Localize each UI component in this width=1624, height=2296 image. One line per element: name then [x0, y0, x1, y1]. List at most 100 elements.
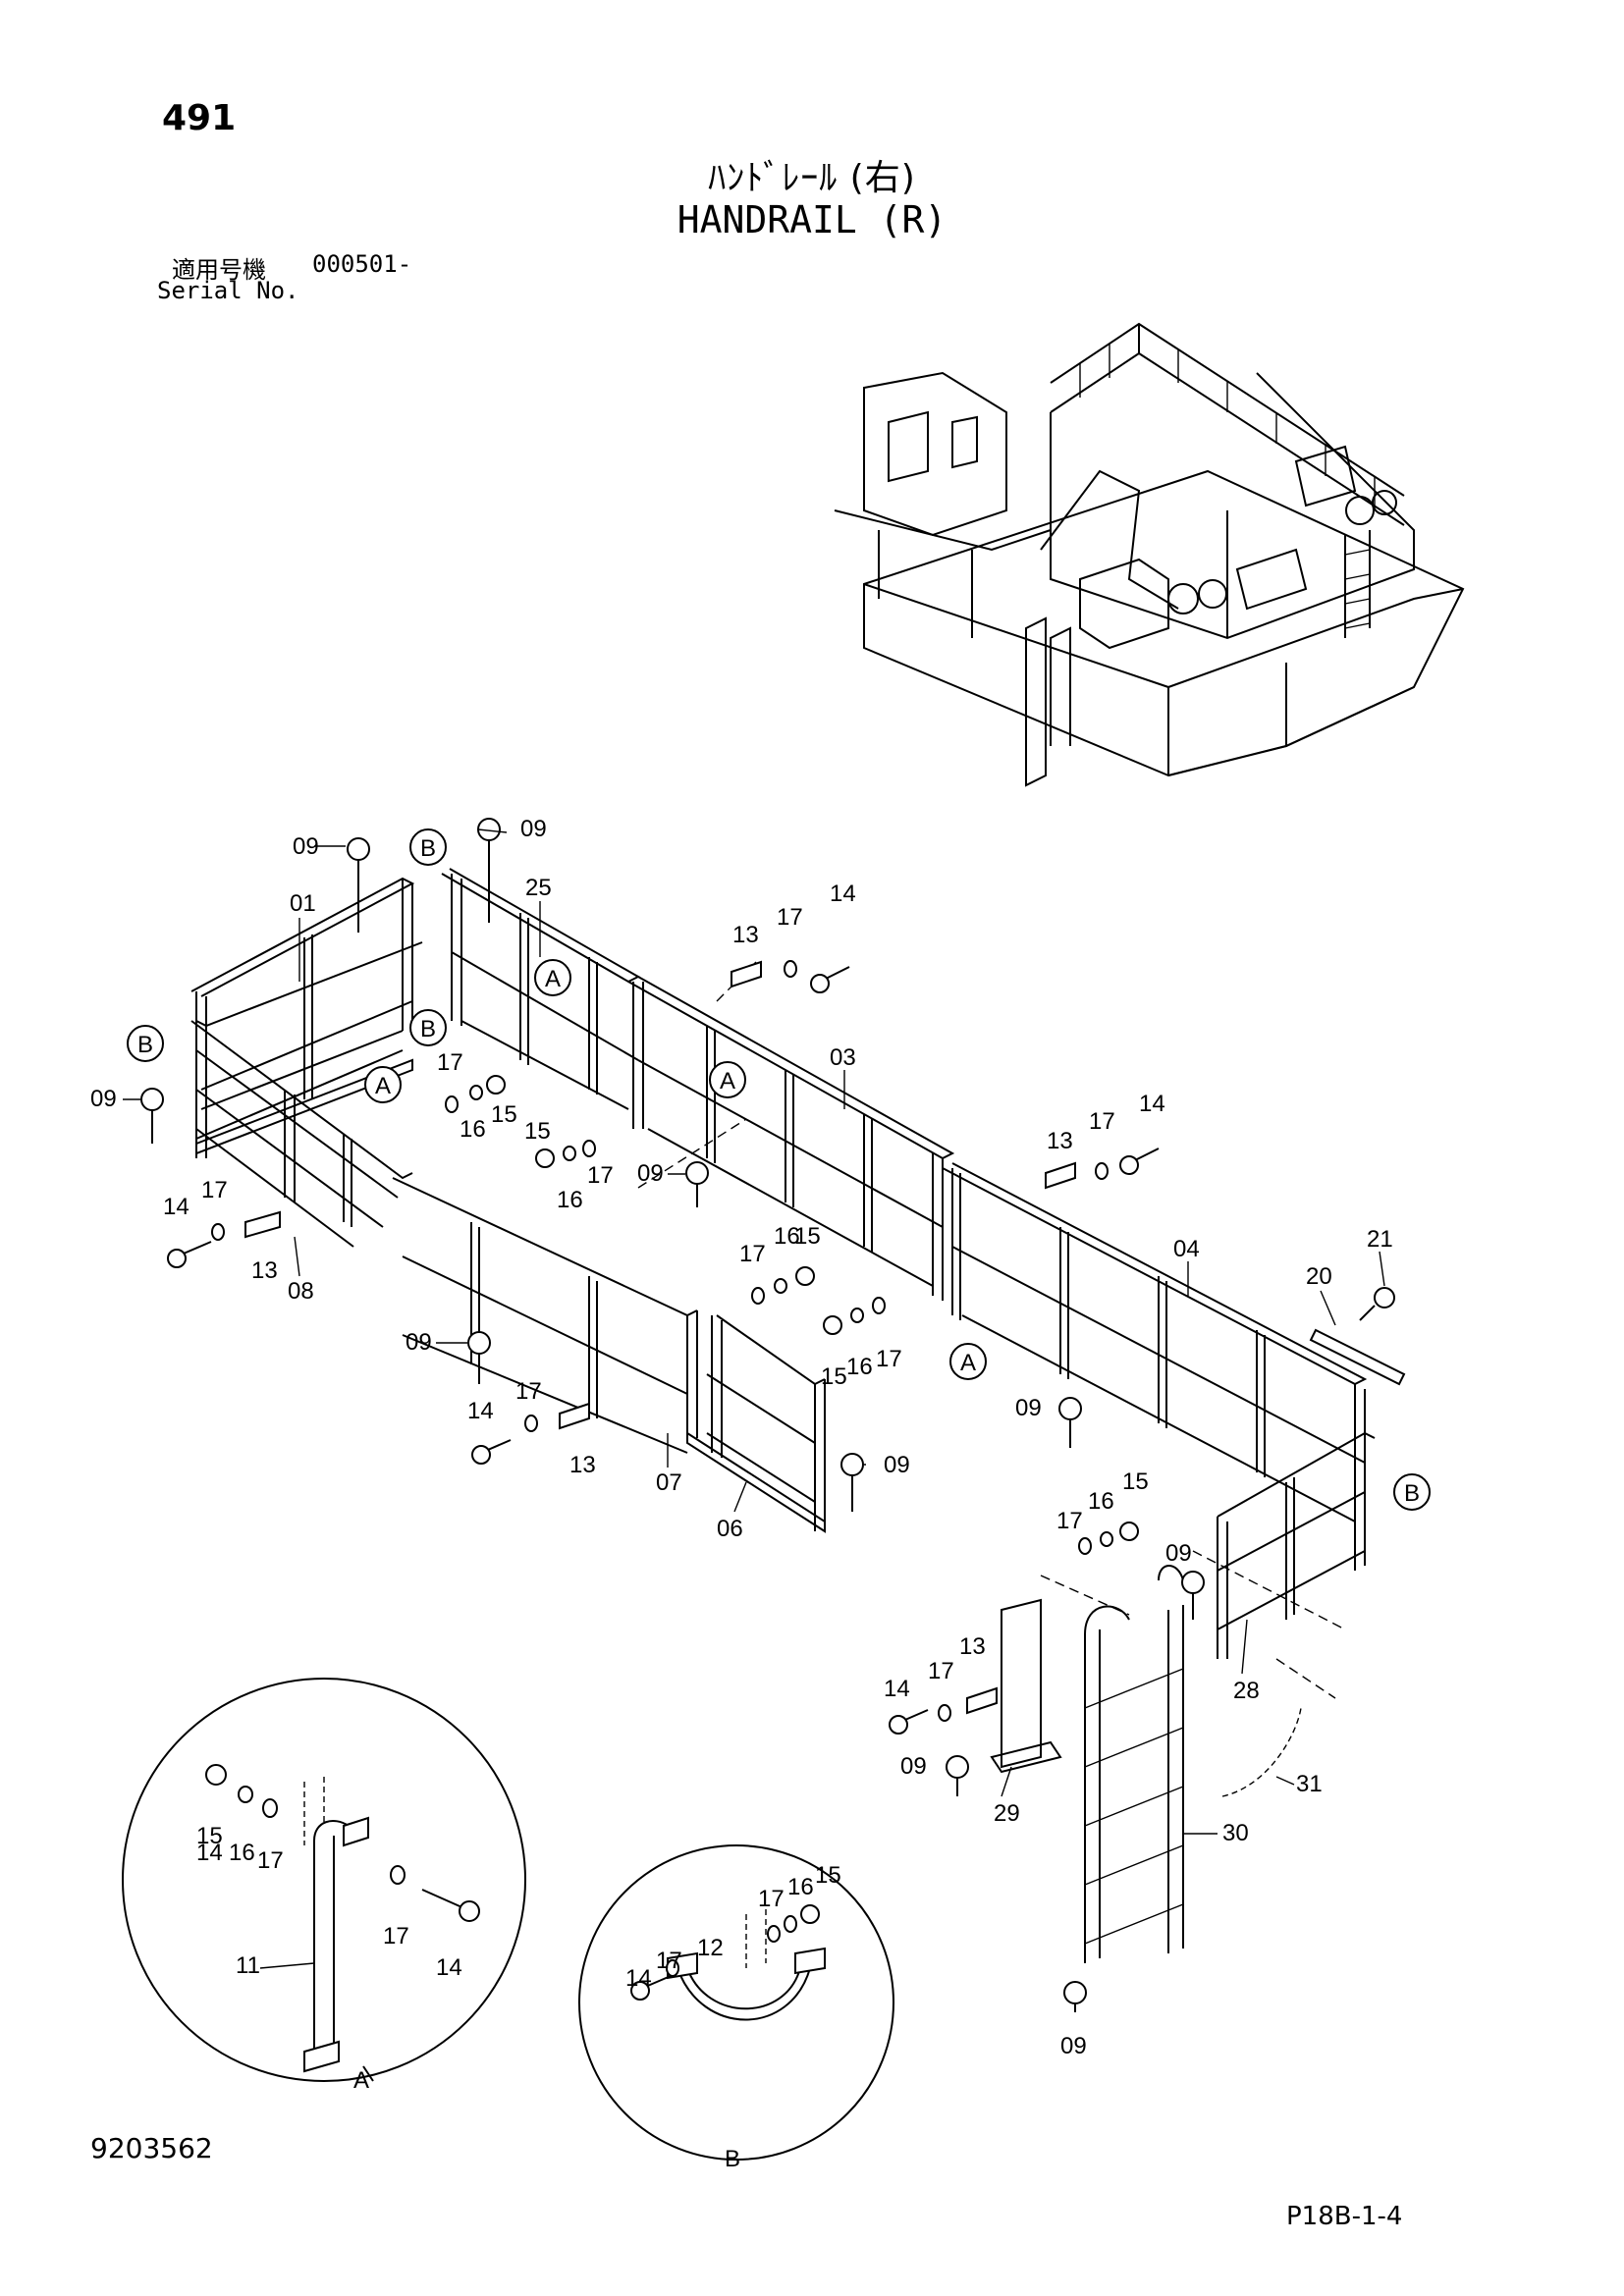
bolt-09-top-left-icon	[347, 837, 370, 933]
callout-09-b: 09	[520, 816, 547, 842]
detail-view-b	[578, 1844, 894, 2161]
marker-b-left	[127, 1025, 164, 1062]
callout-15-e: 15	[1122, 1468, 1149, 1495]
callout-17-i: 17	[1056, 1508, 1083, 1534]
callout-11: 11	[236, 1952, 260, 1979]
callout-15-d: 15	[821, 1363, 847, 1390]
plate-13-icon	[244, 960, 1076, 1715]
part-callouts: 01 25 03 04 06 07 08 09 09 09 09 09 09 0…	[90, 816, 1393, 2172]
bolt-14d-icon	[1119, 1148, 1160, 1175]
callout-09-g: 09	[1015, 1395, 1042, 1421]
bolt-09-post-icon	[946, 1755, 969, 1796]
svg-text:A: A	[545, 966, 561, 992]
callout-30: 30	[1222, 1820, 1249, 1846]
callout-09-d: 09	[637, 1160, 664, 1187]
serial-label-jp: 適用号機	[172, 256, 266, 284]
bolt-14e-icon	[889, 1709, 929, 1735]
callout-21: 21	[1367, 1226, 1393, 1253]
callout-17-j: 17	[928, 1658, 954, 1684]
callout-15-c: 15	[794, 1223, 821, 1250]
page-number: 491	[162, 98, 237, 138]
page-code: P18B-1-4	[1286, 2202, 1403, 2231]
washer-17-icon	[211, 960, 1109, 1722]
bolt-09-rail28-icon	[1181, 1571, 1205, 1620]
callout-14-g: 14	[436, 1954, 462, 1981]
callout-14-a: 14	[830, 881, 856, 907]
callout-14-h: 14	[625, 1965, 652, 1992]
bolt-14-icon	[167, 1241, 212, 1268]
callout-15-b: 15	[524, 1118, 551, 1145]
callout-25: 25	[525, 875, 552, 901]
serial-value: 000501-	[312, 250, 412, 278]
bolt-21-icon	[1359, 1287, 1395, 1321]
diagram-title-jp: ﾊﾝﾄﾞﾚｰﾙ (右)	[708, 158, 916, 198]
callout-17-m: 17	[758, 1886, 785, 1912]
detail-markers: B B B B A A A A	[127, 828, 1431, 1511]
callout-17-h: 17	[876, 1346, 902, 1372]
callout-17-g: 17	[739, 1241, 766, 1267]
lockwasher-16-icon	[469, 1085, 1113, 1547]
callout-09-e: 09	[406, 1329, 432, 1356]
marker-a-3	[709, 1061, 746, 1098]
callout-14-d: 14	[1139, 1091, 1165, 1117]
callout-14-c: 14	[467, 1398, 494, 1424]
svg-text:B: B	[1404, 1480, 1420, 1507]
bolt-14c-icon	[810, 966, 850, 993]
marker-a-4	[949, 1343, 987, 1380]
callout-13-c: 13	[569, 1452, 596, 1478]
callout-17-f: 17	[1089, 1108, 1115, 1135]
callout-09-j: 09	[1060, 2033, 1087, 2059]
callout-16-d: 16	[846, 1354, 873, 1380]
callout-17-d: 17	[201, 1177, 228, 1203]
callout-09-i: 09	[900, 1753, 927, 1780]
marker-a-2	[364, 1066, 402, 1103]
callout-06: 06	[717, 1516, 743, 1542]
callout-16-b: 16	[557, 1187, 583, 1213]
svg-text:B: B	[420, 835, 436, 862]
svg-text:B: B	[420, 1016, 436, 1042]
detail-a-label: A	[353, 2067, 369, 2094]
callout-01: 01	[290, 890, 316, 917]
callout-17-c: 17	[777, 904, 803, 931]
callout-14-f: 14	[196, 1840, 223, 1866]
callout-28: 28	[1233, 1678, 1260, 1704]
callout-16-f: 16	[229, 1840, 255, 1866]
marker-a-1	[534, 959, 571, 996]
bolt-14b-icon	[471, 1439, 512, 1465]
callout-17-a: 17	[437, 1049, 463, 1076]
detail-b-label: B	[725, 2146, 740, 2172]
callout-17-n: 17	[656, 1948, 682, 1974]
callout-07: 07	[656, 1469, 682, 1496]
nut-15-icon	[486, 1075, 1139, 1541]
callout-04: 04	[1173, 1236, 1200, 1262]
bolt-09-top-center-icon	[477, 818, 501, 923]
marker-b-mid	[409, 1009, 447, 1046]
handrail-assembly	[190, 868, 1406, 1963]
callout-17-k: 17	[257, 1847, 284, 1874]
callout-14-b: 14	[163, 1194, 189, 1220]
svg-text:A: A	[375, 1073, 391, 1099]
callout-20: 20	[1306, 1263, 1332, 1290]
callout-14-e: 14	[884, 1676, 910, 1702]
marker-b-top	[409, 828, 447, 866]
machine-overview	[834, 322, 1465, 787]
callout-13-b: 13	[251, 1257, 278, 1284]
callout-12: 12	[697, 1935, 724, 1961]
detail-view-a	[122, 1678, 526, 2082]
callout-09-f: 09	[884, 1452, 910, 1478]
callout-13-a: 13	[732, 922, 759, 948]
callout-16-e: 16	[1088, 1488, 1114, 1515]
bolt-09-front-icon	[467, 1331, 491, 1384]
callout-15-f: 15	[196, 1823, 223, 1849]
callout-17-b: 17	[587, 1162, 614, 1189]
callout-17-l: 17	[383, 1923, 409, 1949]
diagram-title-en: HANDRAIL (R)	[677, 198, 947, 241]
callout-13-e: 13	[959, 1633, 986, 1660]
callout-09-c: 09	[90, 1086, 117, 1112]
callout-09-h: 09	[1165, 1540, 1192, 1567]
callout-17-e: 17	[515, 1378, 542, 1405]
callout-16-c: 16	[774, 1223, 800, 1250]
callout-03: 03	[830, 1044, 856, 1071]
svg-text:A: A	[960, 1350, 976, 1376]
